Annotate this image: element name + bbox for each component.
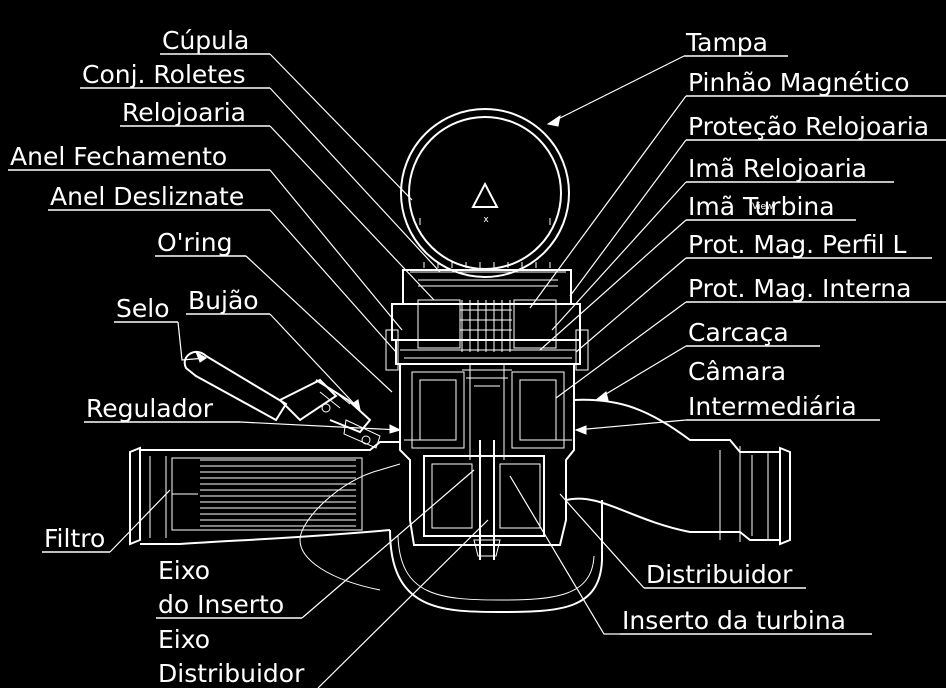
label-oring: O'ring	[157, 228, 233, 257]
label-camara-line1: Câmara	[688, 357, 786, 386]
inlet-filter	[129, 441, 400, 546]
right-labels: Tampa Pinhão Magnético Proteção Relojoar…	[622, 28, 929, 635]
label-conj-roletes: Conj. Roletes	[82, 60, 246, 89]
label-filtro: Filtro	[44, 524, 105, 553]
label-relojoaria: Relojoaria	[122, 98, 246, 127]
label-inserto-turbina: Inserto da turbina	[622, 606, 846, 635]
carcaca-body	[399, 364, 575, 560]
label-cupula: Cúpula	[162, 26, 249, 55]
flow-housing	[299, 398, 791, 614]
left-labels: Cúpula Conj. Roletes Relojoaria Anel Fec…	[10, 26, 305, 688]
label-prot-mag-interna: Prot. Mag. Interna	[688, 274, 911, 303]
label-camara-line2: Intermediária	[688, 392, 857, 421]
leader-lines	[8, 53, 946, 688]
recycle-triangle-icon	[471, 181, 499, 208]
dial-x-mark: x	[483, 215, 489, 225]
label-protecao-relojoaria: Proteção Relojoaria	[688, 112, 929, 141]
label-bujao: Bujão	[188, 286, 259, 315]
label-tampa: Tampa	[685, 28, 768, 57]
label-selo: Selo	[116, 294, 170, 323]
label-carcaca: Carcaça	[688, 318, 789, 347]
label-anel-fechamento: Anel Fechamento	[10, 142, 227, 171]
label-eixo-inserto-line1: Eixo	[158, 556, 210, 585]
label-prot-mag-perfil-l: Prot. Mag. Perfil L	[688, 230, 906, 259]
meter-body-drawing: x View	[129, 108, 791, 614]
label-eixo-inserto-line2: do Inserto	[158, 590, 284, 619]
register-housing	[385, 262, 589, 371]
label-ima-turbina: Imã Turbina	[688, 192, 835, 221]
label-regulador: Regulador	[86, 394, 214, 423]
label-eixo-distribuidor-line2: Distribuidor	[158, 659, 305, 688]
label-distribuidor: Distribuidor	[646, 560, 793, 589]
dial-view-text: View	[752, 202, 773, 212]
label-ima-relojoaria: Imã Relojoaria	[688, 154, 867, 183]
label-eixo-distribuidor-line1: Eixo	[158, 625, 210, 654]
label-anel-desliznate: Anel Desliznate	[50, 182, 244, 211]
label-pinhao-magnetico: Pinhão Magnético	[688, 68, 910, 97]
